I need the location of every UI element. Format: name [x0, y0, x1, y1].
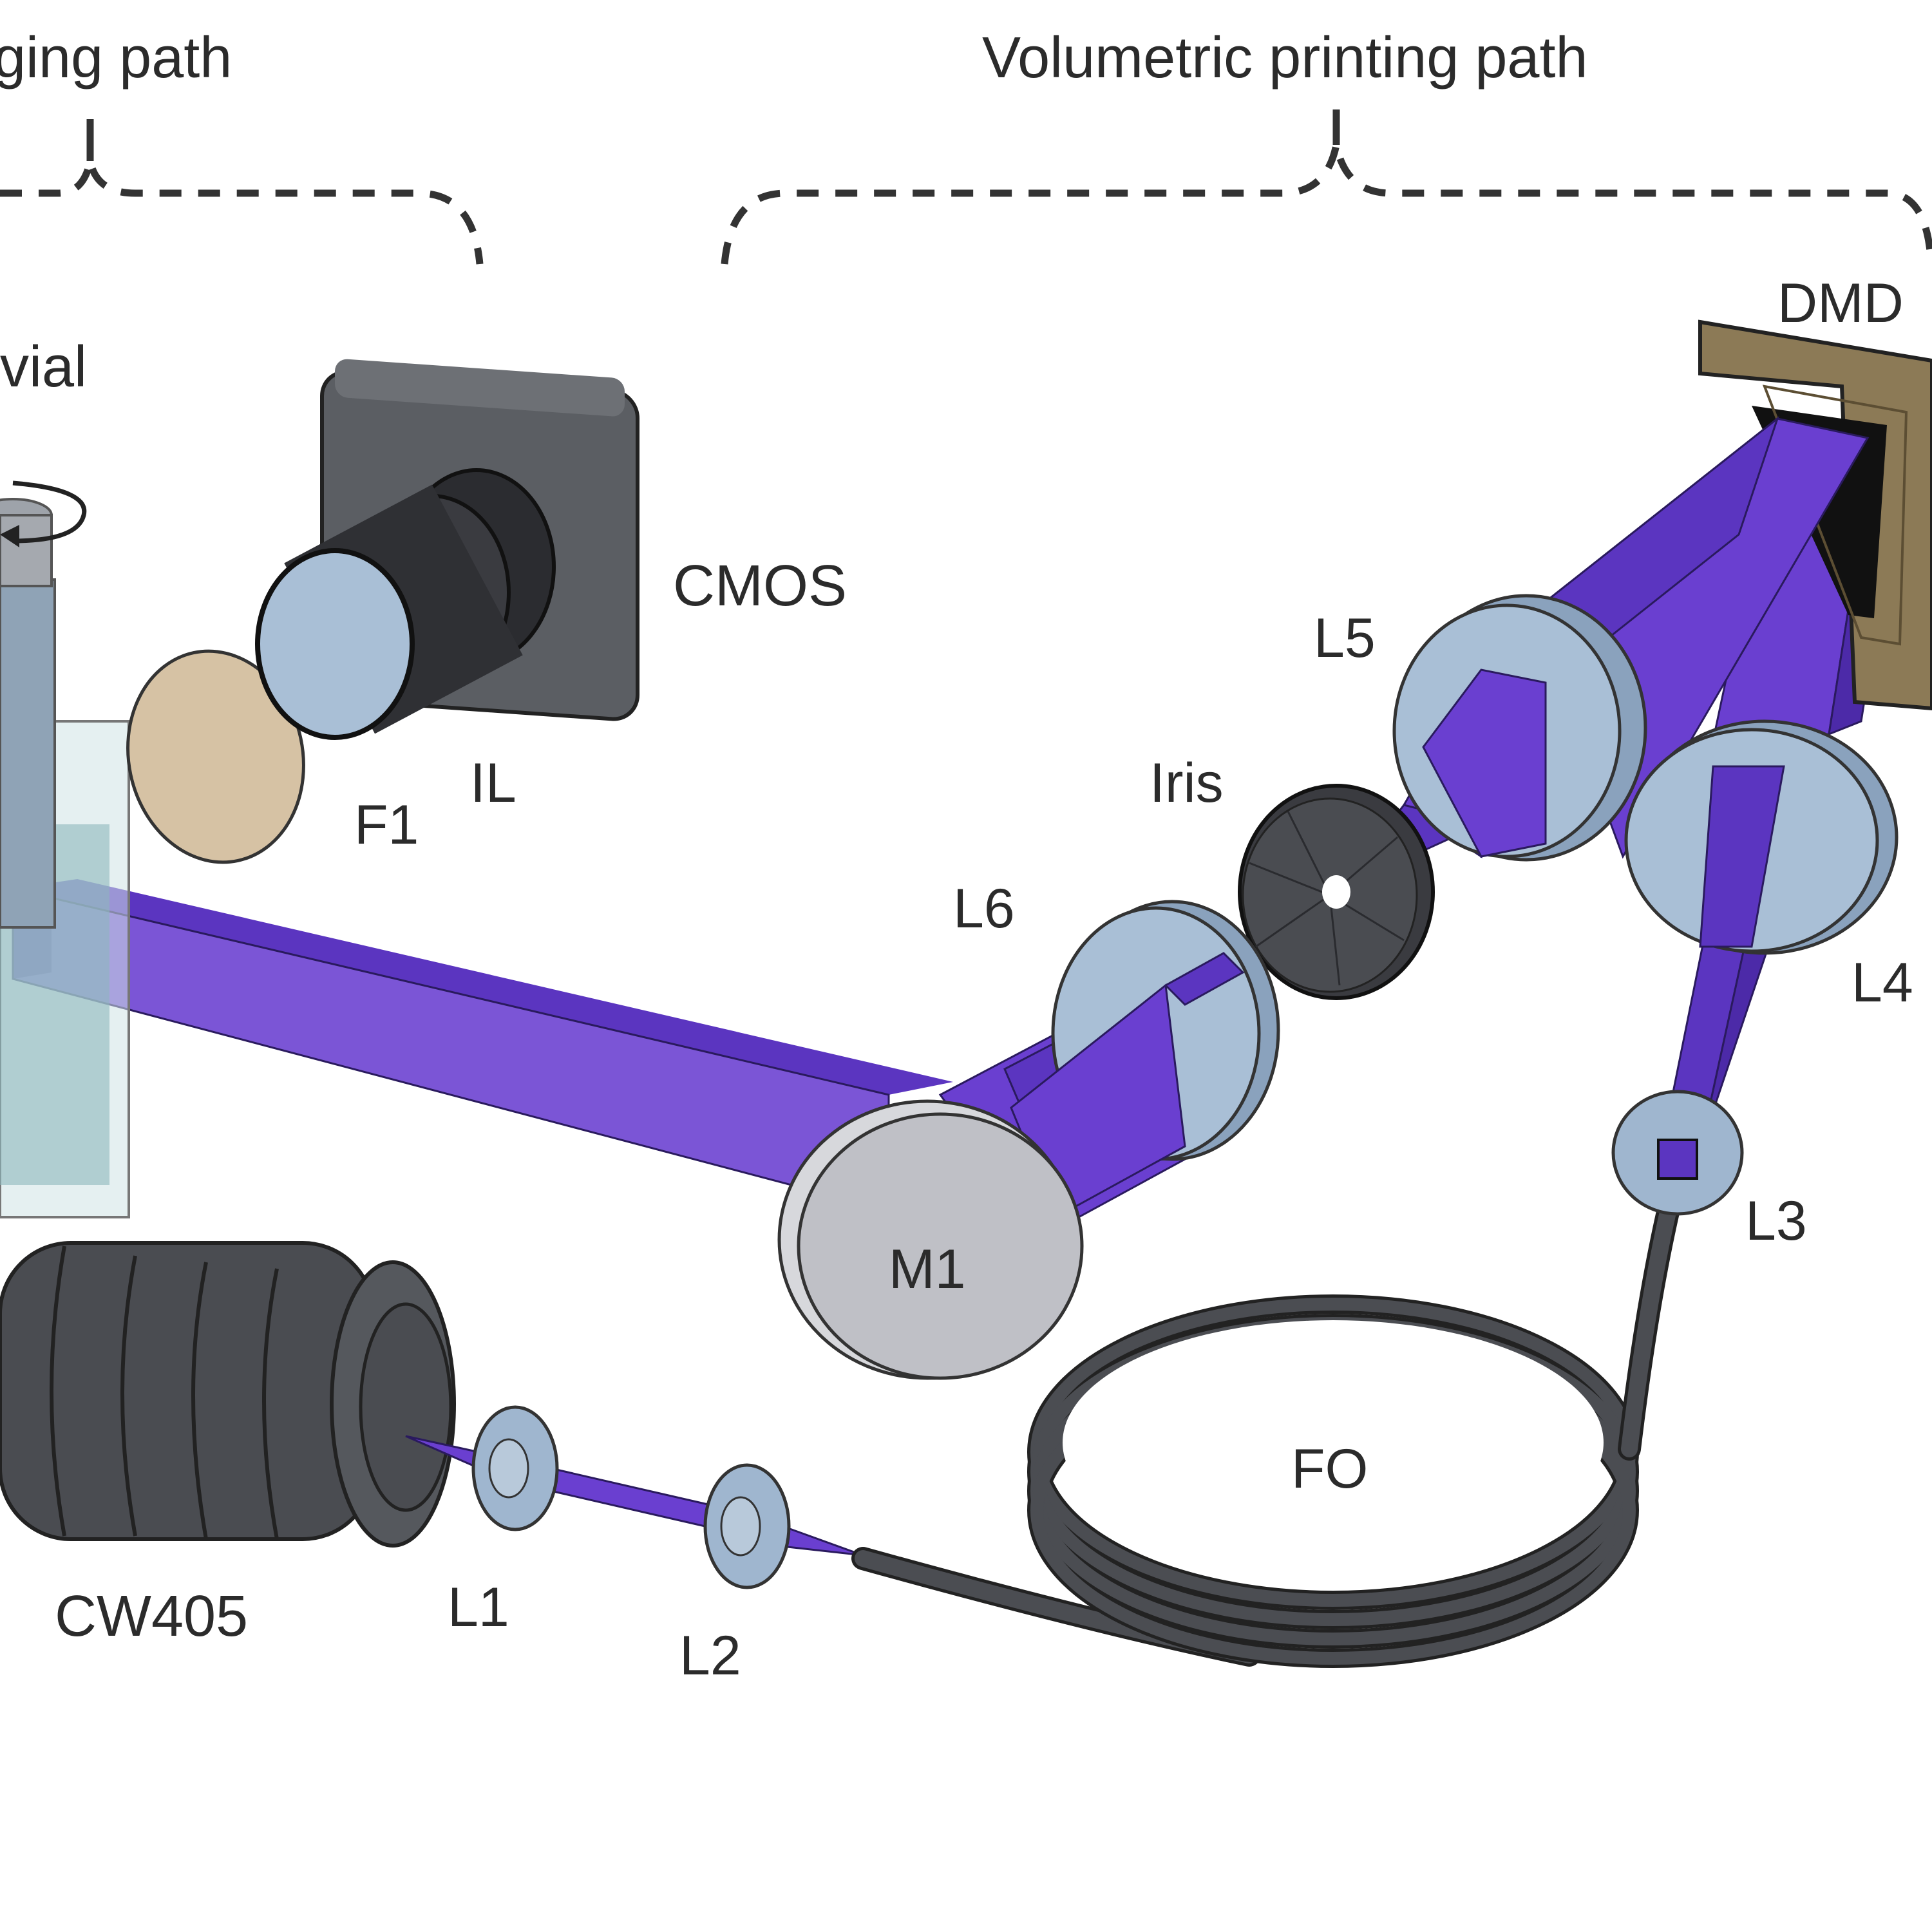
imaging-lens [255, 468, 556, 740]
vial-tube [0, 578, 56, 929]
printing-path-brace [721, 144, 1932, 265]
lens-l6-label: L6 [953, 878, 1015, 940]
dmd-label: DMD [1777, 272, 1904, 334]
fiber-label: FO [1291, 1438, 1368, 1500]
mirror-label: M1 [889, 1238, 965, 1300]
lens-l2-label: L2 [679, 1625, 741, 1687]
imaging-lens-label: IL [470, 752, 516, 814]
laser-label: CW405 [55, 1584, 248, 1649]
iris-label: Iris [1150, 752, 1224, 814]
lens-l4-label: L4 [1852, 952, 1913, 1014]
imaging-lens-glass [255, 548, 415, 740]
mirror-m1 [777, 1099, 1084, 1380]
vial [0, 480, 130, 1218]
lens-l4 [1624, 719, 1899, 955]
imaging-path-brace [0, 160, 484, 265]
iris-aperture [1322, 875, 1350, 909]
cmos-label: CMOS [673, 554, 847, 618]
lens-l5 [1392, 594, 1647, 862]
rotation-arrow-icon [12, 480, 87, 544]
printing-path-label: Volumetric printing path [982, 26, 1588, 90]
lens-l6 [1010, 900, 1280, 1219]
filter-f1 [126, 649, 305, 864]
lens-l3-label: L3 [1745, 1190, 1807, 1252]
iris [1238, 784, 1435, 1000]
vial-label: vial [0, 335, 87, 399]
lens-l5-label: L5 [1314, 607, 1376, 669]
lens-l3 [1611, 1090, 1744, 1216]
imaging-path-label: ging path [0, 26, 232, 90]
lens-l1-label: L1 [448, 1577, 509, 1638]
filter-label: F1 [354, 794, 419, 856]
laser-cw405 [0, 1241, 456, 1548]
